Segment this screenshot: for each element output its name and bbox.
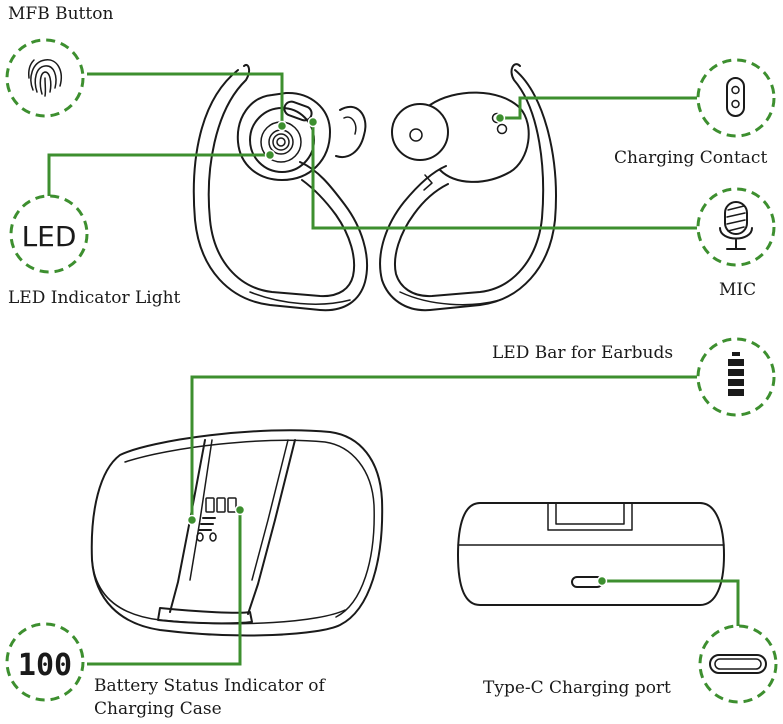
point-type-c: [596, 575, 608, 587]
left-earbud: [192, 64, 369, 312]
case-display-mark: [196, 497, 237, 542]
left-earbud-fingerprint-mark: [268, 129, 294, 155]
battery-icon-digits: 100: [18, 648, 72, 683]
point-mic: [307, 116, 319, 128]
battery-bar-icon: [696, 337, 776, 417]
charging-case-angled: [90, 429, 384, 637]
label-battery-status-line2: Charging Case: [94, 699, 222, 719]
microphone-icon: [696, 187, 776, 267]
point-led: [264, 149, 276, 161]
point-charging-contact: [494, 112, 506, 124]
label-type-c-port: Type-C Charging port: [483, 678, 671, 698]
label-led-bar: LED Bar for Earbuds: [492, 343, 674, 363]
leader-mic: [311, 122, 697, 230]
led-text-icon: LED: [9, 194, 89, 274]
leader-type-c: [602, 579, 740, 628]
charging-case-front: [457, 502, 725, 606]
usb-c-port-icon: [698, 624, 778, 704]
leader-mfb: [87, 72, 284, 126]
label-led-indicator-light: LED Indicator Light: [8, 288, 181, 308]
label-mfb-button: MFB Button: [8, 4, 114, 24]
label-mic: MIC: [719, 280, 757, 300]
led-icon-text: LED: [22, 220, 77, 253]
fingerprint-icon: [5, 38, 85, 118]
right-earbud: [379, 63, 557, 312]
digital-display-icon: 100: [5, 622, 85, 702]
charging-contact-icon: [696, 58, 776, 138]
leader-charging-contact: [500, 96, 697, 120]
leader-battery: [87, 510, 242, 666]
point-battery: [234, 504, 246, 516]
point-mfb: [276, 120, 288, 132]
leader-led: [47, 153, 270, 196]
point-led-bar: [186, 514, 198, 526]
label-charging-contact: Charging Contact: [614, 148, 768, 168]
label-battery-status-line1: Battery Status Indicator of: [94, 676, 325, 696]
leader-led-bar: [190, 375, 697, 520]
